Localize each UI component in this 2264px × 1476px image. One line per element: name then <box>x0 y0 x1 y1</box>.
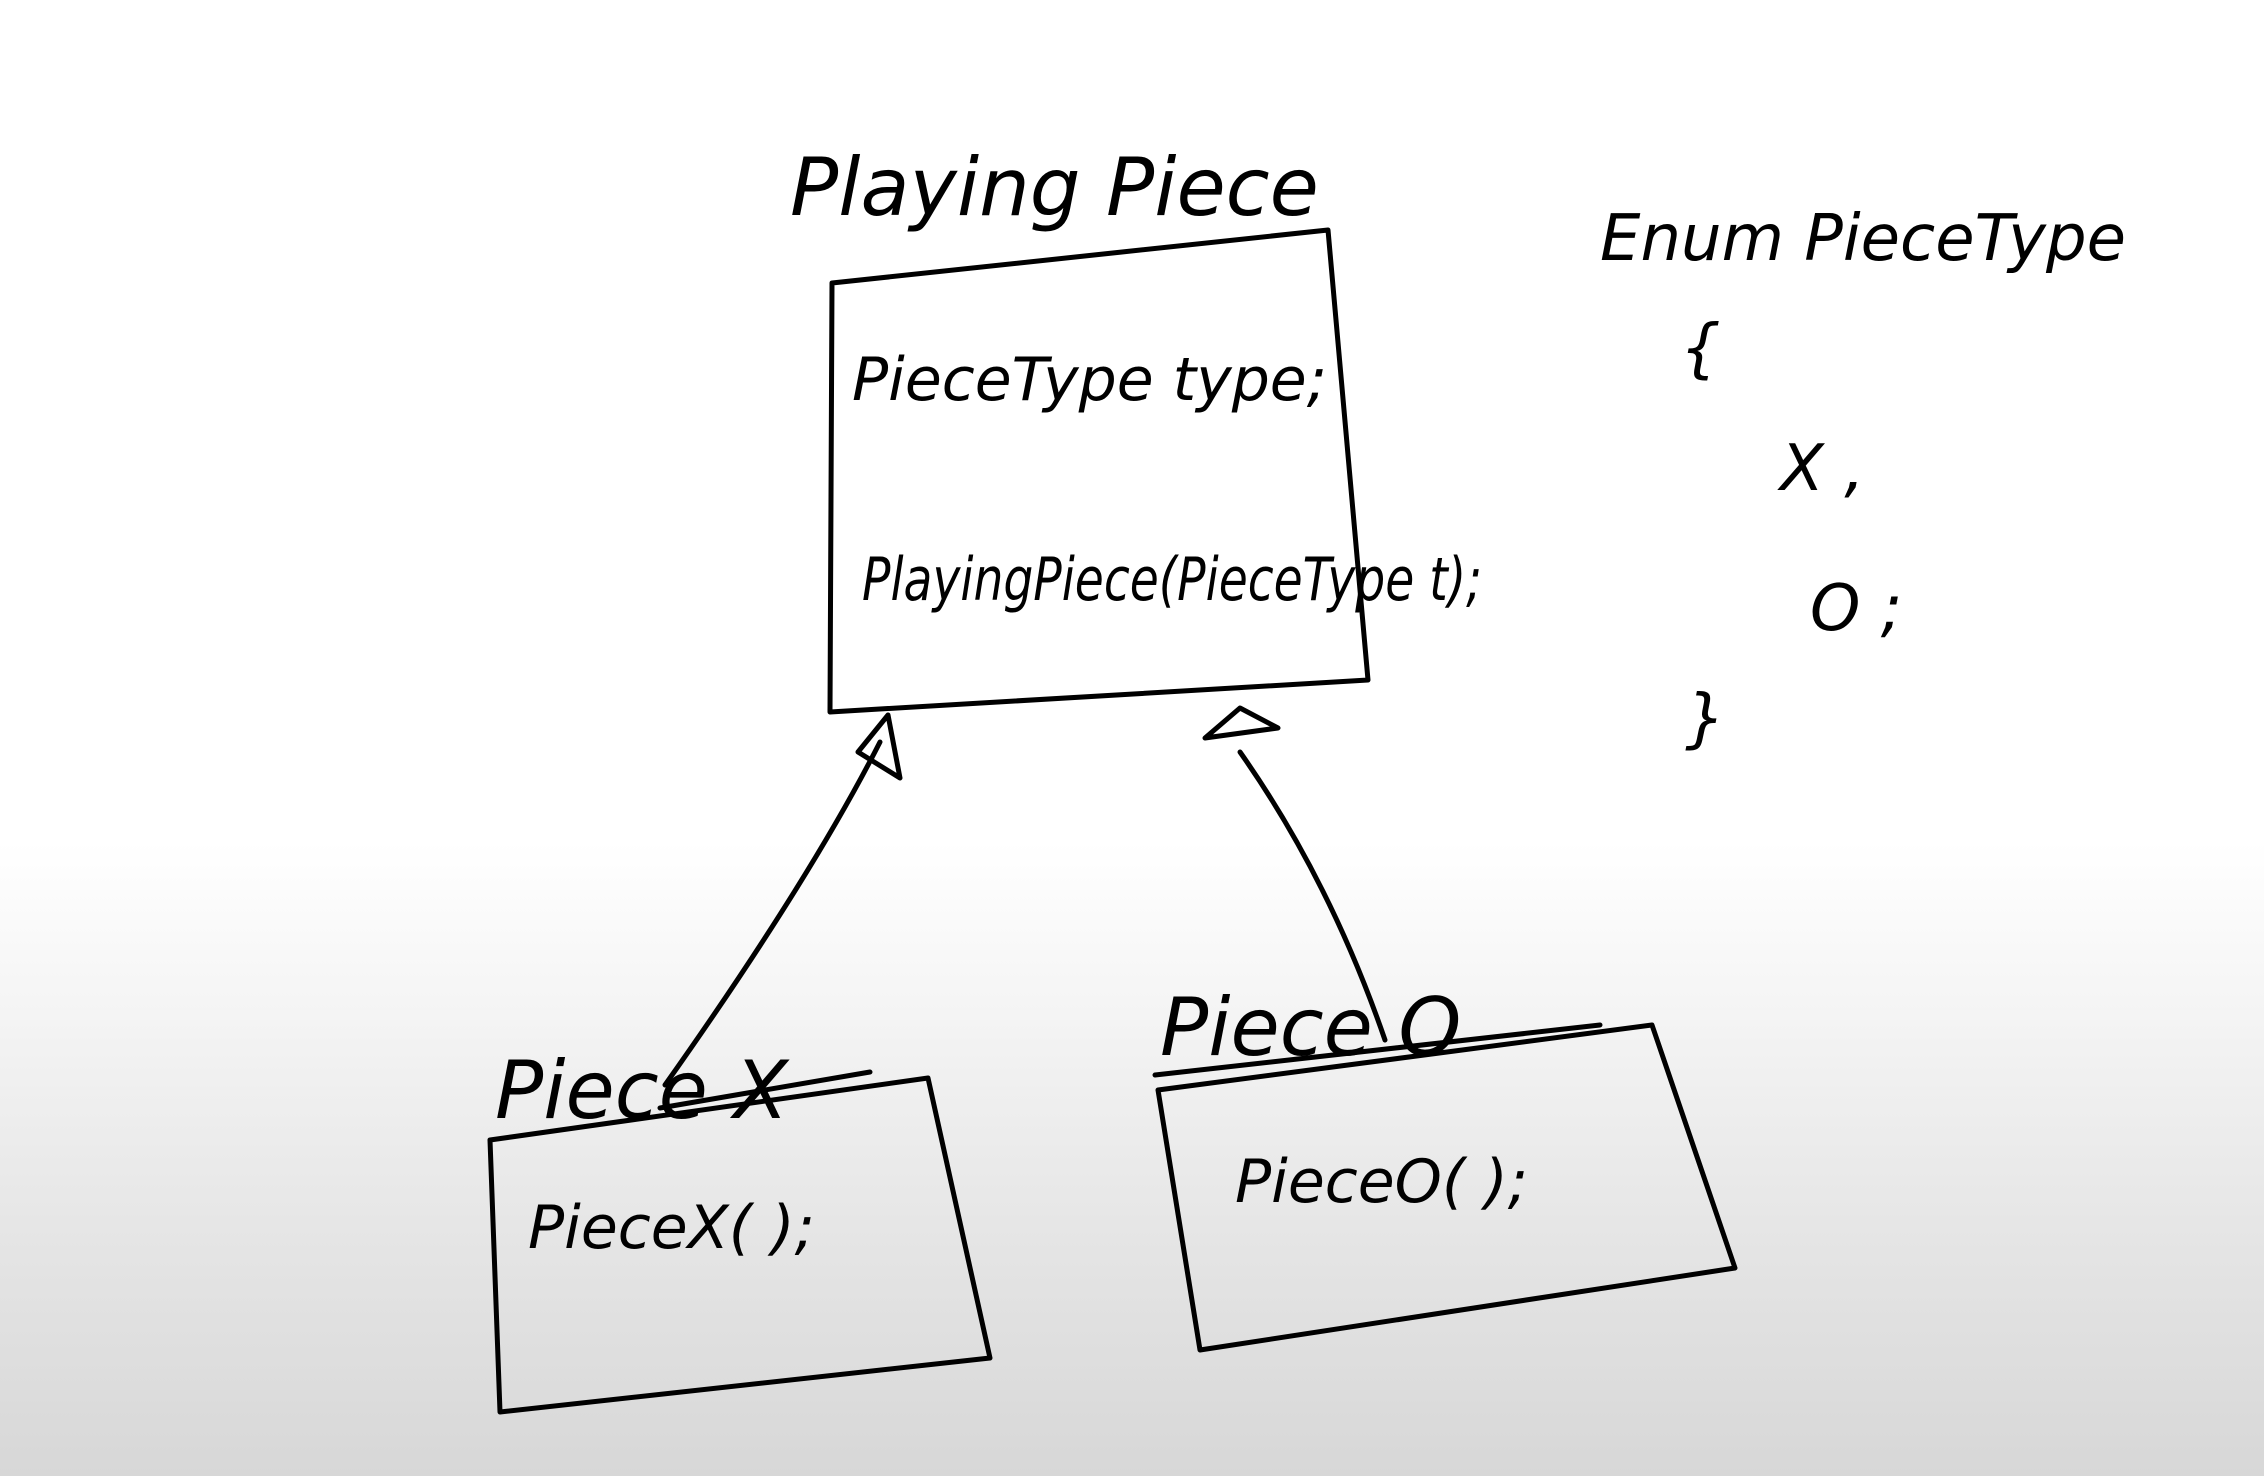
class-playing-piece: Playing Piece PieceType type; PlayingPie… <box>790 141 1482 715</box>
inheritance-arrowhead-piece-o <box>1202 705 1281 741</box>
class-piece-x-title: Piece X <box>495 1044 790 1137</box>
enum-close-brace: } <box>1685 682 1726 756</box>
inheritance-arrow-piece-o <box>1202 705 1388 1043</box>
class-playing-piece-attribute: PieceType type; <box>852 345 1327 415</box>
inheritance-line-piece-o <box>1237 749 1388 1043</box>
class-piece-x-title-underline <box>657 1069 873 1111</box>
class-piece-o-title-underline <box>1152 1022 1603 1078</box>
class-piece-o-box <box>1155 1022 1738 1353</box>
class-piece-o: Piece O PieceO( ); <box>1152 981 1738 1353</box>
enum-value-x: X , <box>1777 432 1865 506</box>
inheritance-arrow-piece-x <box>662 712 903 1088</box>
class-piece-x: Piece X PieceX( ); <box>487 1044 993 1415</box>
class-playing-piece-title: Playing Piece <box>790 141 1319 234</box>
enum-open-brace: { <box>1680 312 1721 386</box>
class-playing-piece-constructor: PlayingPiece(PieceType t); <box>862 545 1482 615</box>
class-piece-o-constructor: PieceO( ); <box>1235 1147 1528 1217</box>
enum-value-o: O ; <box>1810 572 1902 646</box>
enum-piece-type-title: Enum PieceType <box>1600 202 2126 276</box>
inheritance-arrowhead-piece-x <box>855 712 903 781</box>
class-playing-piece-box <box>827 227 1371 715</box>
class-piece-x-box <box>487 1075 993 1415</box>
enum-piece-type: Enum PieceType { X , O ; } <box>1600 202 2126 756</box>
inheritance-line-piece-x <box>662 739 883 1088</box>
class-piece-o-title: Piece O <box>1160 981 1461 1074</box>
class-piece-x-constructor: PieceX( ); <box>528 1193 815 1263</box>
